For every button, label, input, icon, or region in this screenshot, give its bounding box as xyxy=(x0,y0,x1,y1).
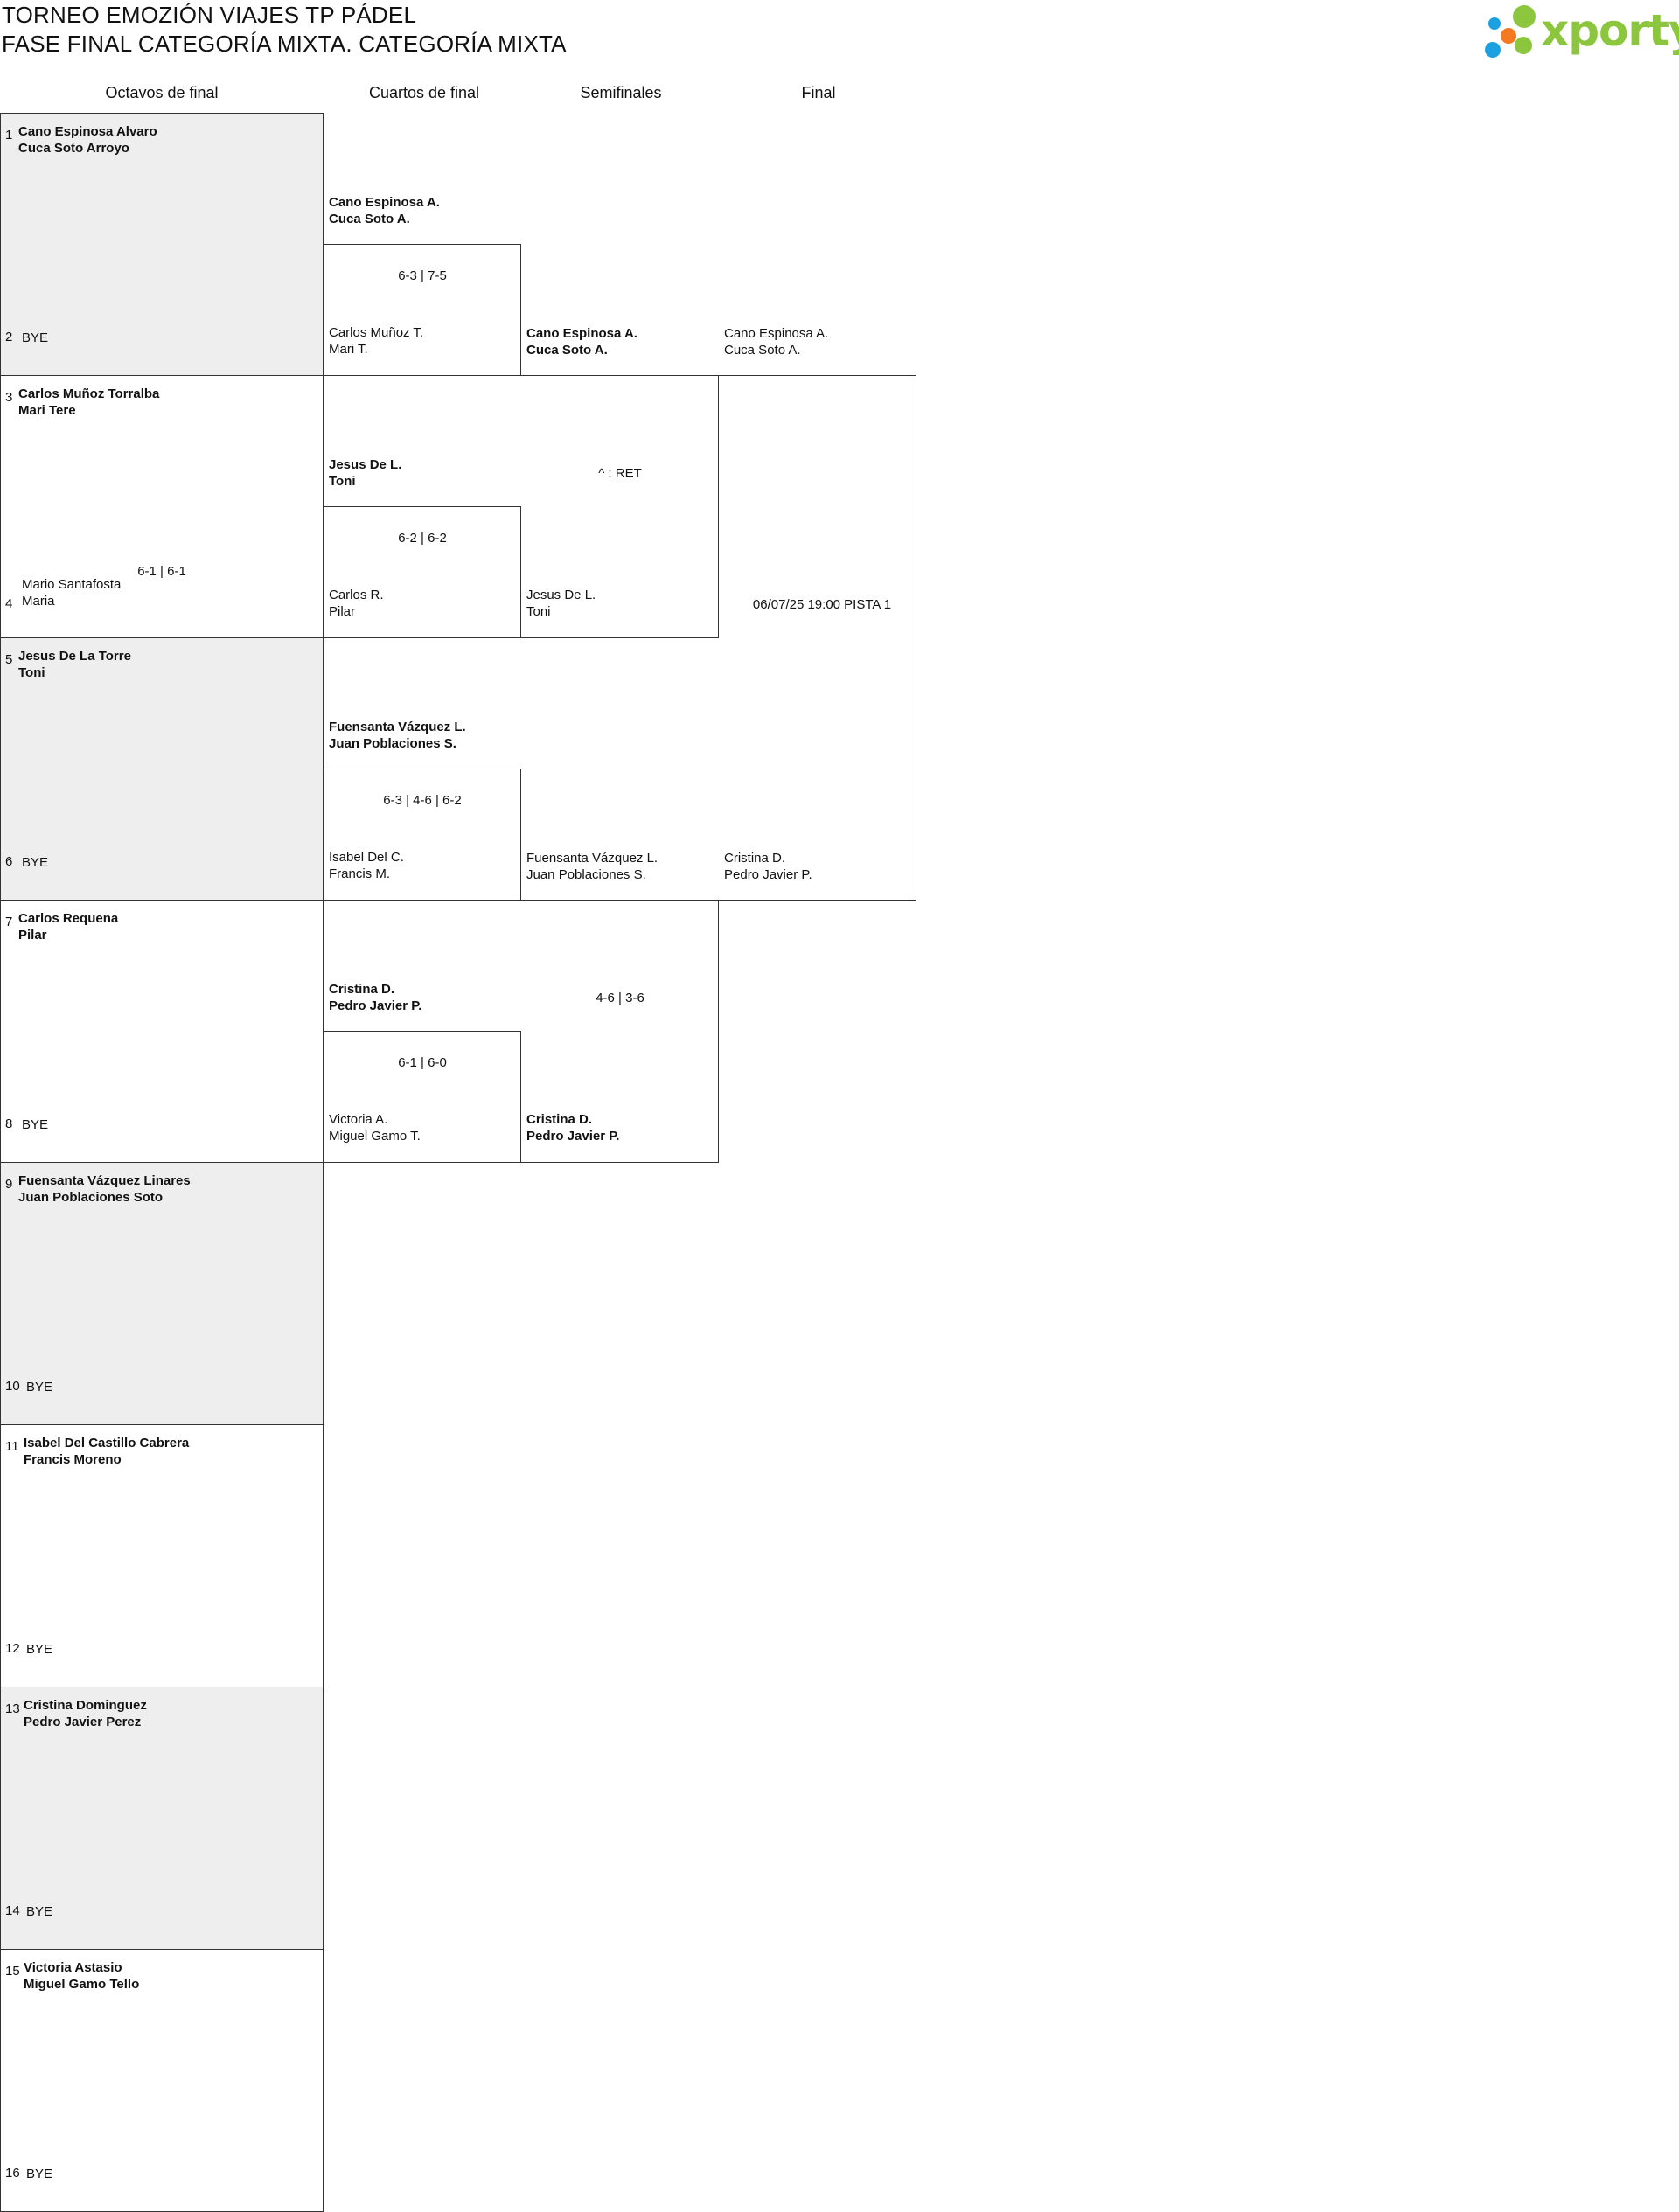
seed-number: 2 xyxy=(5,330,13,344)
match-score: ^ : RET xyxy=(598,466,642,481)
seed-number: 1 xyxy=(5,128,13,143)
final-box xyxy=(719,375,916,901)
r16-team: BYE xyxy=(26,1642,53,1657)
logo-dot-green-small-icon xyxy=(1515,37,1532,54)
seed-number: 15 xyxy=(5,1964,20,1979)
phase-title: FASE FINAL CATEGORÍA MIXTA. CATEGORÍA MI… xyxy=(2,31,567,57)
logo-dot-blue-icon xyxy=(1485,42,1501,58)
qf-box xyxy=(324,244,521,376)
sf-team: Jesus De L.Toni xyxy=(526,588,596,619)
r16-team: BYE xyxy=(22,1117,49,1132)
seed-number: 3 xyxy=(5,390,13,405)
match-score: 6-3 | 7-5 xyxy=(398,268,447,283)
r16-team: BYE xyxy=(26,1904,53,1919)
match-score: 6-3 | 4-6 | 6-2 xyxy=(383,793,462,808)
sf-team: Cristina D.Pedro Javier P. xyxy=(526,1112,620,1144)
final-team: Cristina D.Pedro Javier P. xyxy=(724,851,812,882)
r16-team: BYE xyxy=(26,2167,53,2181)
qf-team: Cristina D.Pedro Javier P. xyxy=(329,982,422,1013)
round-header-qf: Cuartos de final xyxy=(368,84,480,101)
seed-number: 7 xyxy=(5,915,13,929)
sf-box xyxy=(521,375,719,638)
sf-team: Fuensanta Vázquez L.Juan Poblaciones S. xyxy=(526,851,658,882)
seed-number: 6 xyxy=(5,854,13,869)
qf-team: Carlos Muñoz T.Mari T. xyxy=(329,325,424,357)
round-header-sf: Semifinales xyxy=(580,84,662,101)
match-score: 6-1 | 6-1 xyxy=(137,564,186,579)
round-header-final: Final xyxy=(801,84,836,101)
seed-number: 4 xyxy=(5,596,13,611)
r16-team: BYE xyxy=(26,1380,53,1395)
logo-dot-blue-small-icon xyxy=(1488,17,1501,30)
r16-team: BYE xyxy=(22,330,49,345)
match-score: 6-1 | 6-0 xyxy=(398,1055,447,1070)
qf-team: Isabel Del C.Francis M. xyxy=(329,850,404,881)
seed-number: 14 xyxy=(5,1903,20,1918)
logo-dot-orange-icon xyxy=(1501,28,1516,44)
seed-number: 16 xyxy=(5,2166,20,2181)
qf-team: Carlos R.Pilar xyxy=(329,588,384,619)
qf-box xyxy=(324,506,521,638)
seed-number: 13 xyxy=(5,1701,20,1716)
sf-team: Cano Espinosa A.Cuca Soto A. xyxy=(526,326,637,358)
seed-number: 12 xyxy=(5,1641,20,1656)
qf-team: Jesus De L.Toni xyxy=(329,457,402,489)
seed-number: 9 xyxy=(5,1177,13,1192)
match-score: 4-6 | 3-6 xyxy=(596,991,644,1005)
sf-box xyxy=(521,900,719,1163)
match-score: 6-2 | 6-2 xyxy=(398,531,447,546)
seed-number: 11 xyxy=(5,1439,19,1454)
seed-number: 8 xyxy=(5,1116,13,1131)
r16-slot xyxy=(0,113,324,376)
seed-number: 5 xyxy=(5,652,13,667)
qf-box xyxy=(324,1031,521,1163)
r16-slot xyxy=(0,637,324,901)
qf-team: Victoria A.Miguel Gamo T. xyxy=(329,1112,421,1144)
seed-number: 10 xyxy=(5,1379,20,1394)
final-schedule: 06/07/25 19:00 PISTA 1 xyxy=(752,597,892,612)
final-team: Cano Espinosa A.Cuca Soto A. xyxy=(724,326,829,358)
logo-text: xporty xyxy=(1541,5,1679,56)
xporty-logo: xporty xyxy=(1483,3,1679,59)
qf-team: Cano Espinosa A.Cuca Soto A. xyxy=(329,195,440,226)
tournament-title: TORNEO EMOZIÓN VIAJES TP PÁDEL xyxy=(2,2,417,28)
round-header-r16: Octavos de final xyxy=(105,84,219,101)
qf-team: Fuensanta Vázquez L.Juan Poblaciones S. xyxy=(329,720,466,751)
qf-box xyxy=(324,769,521,901)
logo-dot-green-icon xyxy=(1513,5,1536,28)
r16-team: BYE xyxy=(22,855,49,870)
